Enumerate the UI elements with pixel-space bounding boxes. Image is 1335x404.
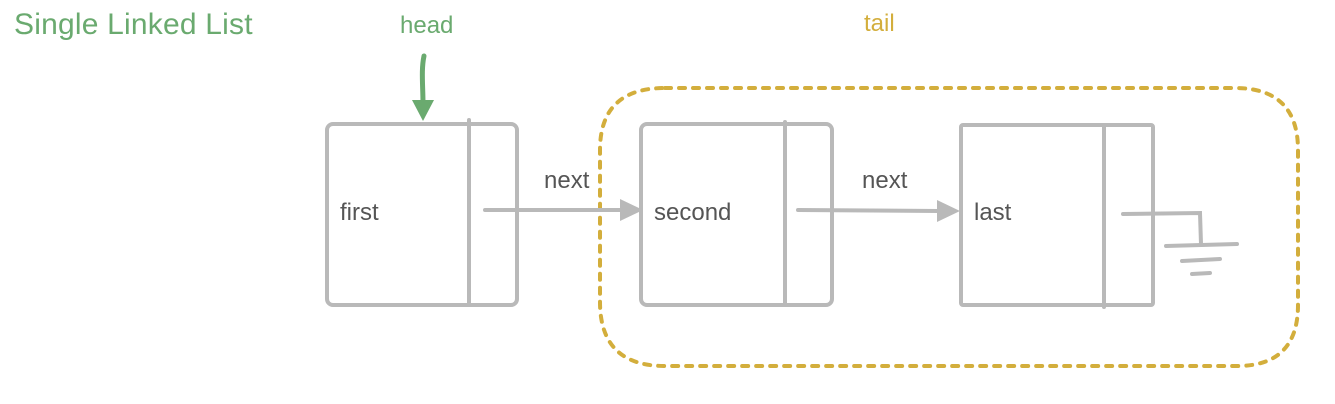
next-arrowhead-1 (620, 199, 643, 221)
node-last-label: last (974, 199, 1012, 226)
node-first-label: first (340, 199, 379, 226)
null-ground-icon (1121, 210, 1239, 276)
tail-pointer-label: tail (864, 10, 895, 37)
tail-group-outline (598, 86, 1300, 368)
next-arrow-2 (796, 208, 941, 213)
next-arrowhead-2 (937, 200, 960, 222)
head-arrowhead (412, 100, 434, 121)
head-arrow (419, 53, 427, 107)
head-pointer-label: head (400, 12, 454, 39)
page-title: Single Linked List (14, 8, 253, 41)
node-second-box (639, 122, 834, 307)
node-first-box (325, 122, 519, 307)
node-second-label: second (654, 199, 732, 226)
next-label-1: next (544, 167, 590, 194)
next-label-2: next (862, 167, 908, 194)
